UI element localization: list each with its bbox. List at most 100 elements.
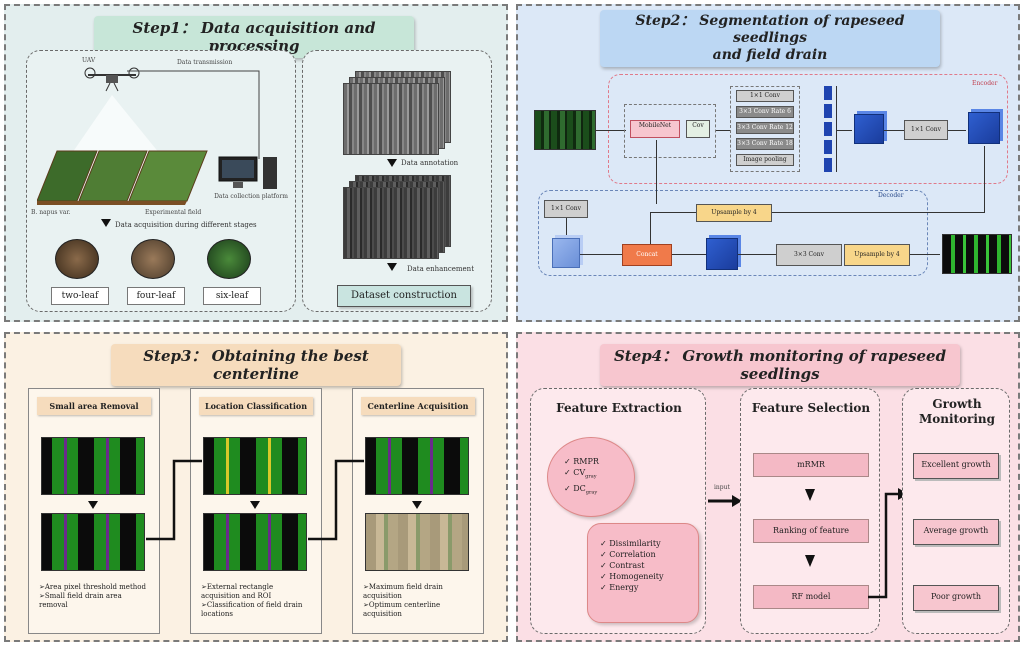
- bullet-item: Optimum centerline acquisition: [363, 601, 475, 619]
- location-classification-header: Location Classification: [199, 397, 313, 415]
- bullet-item: Classification of field drain locations: [201, 601, 313, 619]
- centerline-arrow: [412, 501, 422, 509]
- excellent-growth-box: Excellent growth: [913, 453, 999, 479]
- concat-output-block: [706, 238, 738, 270]
- encoder-line-1: [884, 130, 904, 131]
- texture-feature-item: Contrast: [600, 560, 663, 571]
- decoder-line-2: [672, 254, 706, 255]
- transmission-line: [127, 70, 260, 159]
- dataset-construction-box: Dataset construction: [337, 285, 471, 307]
- ranking-box: Ranking of feature: [753, 519, 869, 543]
- growth-monitoring-title: Growth Monitoring: [918, 397, 996, 426]
- ranking-arrow: [805, 555, 815, 567]
- upsample-2-box: Upsample by 4: [844, 244, 910, 266]
- acquisition-label: Data acquisition during different stages: [115, 221, 257, 229]
- conv3x3-box: 3×3 Conv: [776, 244, 842, 266]
- six-leaf-image: [207, 239, 251, 279]
- step1-panel: Step1： Data acquisition and processing U…: [4, 4, 508, 322]
- small-area-removal-bullets: Area pixel threshold method Small field …: [39, 583, 151, 610]
- index-feature-item: RMPR: [564, 456, 599, 467]
- post-removal-image: [41, 513, 145, 571]
- centerline-acquisition-column: Centerline Acquisition Maximum field dra…: [352, 388, 484, 634]
- four-leaf-image: [131, 239, 175, 279]
- encoder-region: [608, 74, 1008, 184]
- centerline-acquisition-header: Centerline Acquisition: [361, 397, 475, 415]
- classified-image: [203, 437, 307, 495]
- encoder-to-decoder-line: [984, 146, 985, 212]
- classification-arrow: [250, 501, 260, 509]
- bullet-item: External rectangle acquisition and ROI: [201, 583, 313, 601]
- backbone-conv-box: Cov: [686, 120, 710, 138]
- transmission-label: Data transmission: [177, 59, 233, 66]
- acquisition-arrow: [101, 219, 111, 227]
- growth-monitoring-panel: Growth Monitoring Excellent growth Avera…: [902, 388, 1010, 634]
- location-classification-column: Location Classification External rectang…: [190, 388, 322, 634]
- index-feature-list: RMPR CVgray DCgray: [564, 456, 599, 498]
- concat-box: Concat: [622, 244, 672, 266]
- aspp-merge-line: [836, 86, 837, 172]
- annotation-label: Data annotation: [401, 159, 459, 167]
- input-arrow: [708, 495, 742, 507]
- texture-feature-item: Energy: [600, 582, 663, 593]
- mrmr-arrow: [805, 489, 815, 501]
- location-classification-bullets: External rectangle acquisition and ROI C…: [201, 583, 313, 619]
- aspp-branch-2: 3×3 Conv Rate 6: [736, 106, 794, 118]
- decoder-out-line: [910, 254, 940, 255]
- enhancement-label: Data enhancement: [407, 265, 475, 273]
- computer-label: Data collection platform: [214, 193, 288, 200]
- bullet-item: Small field drain area removal: [39, 592, 151, 610]
- decoder-line-3: [738, 254, 776, 255]
- decoder-region: [538, 190, 928, 276]
- index-features-circle: RMPR CVgray DCgray: [547, 437, 635, 517]
- mobilenet-box: MobileNet: [630, 120, 680, 138]
- centerline-field-image: [365, 513, 469, 571]
- feature-selection-panel: Feature Selection mRMR Ranking of featur…: [740, 388, 880, 634]
- two-leaf-image: [55, 239, 99, 279]
- texture-feature-item: Correlation: [600, 549, 663, 560]
- low-level-feature-block: [552, 238, 580, 268]
- small-area-removal-column: Small area Removal Area pixel threshold …: [28, 388, 160, 634]
- encoder-conv1x1-box: 1×1 Conv: [904, 120, 948, 140]
- input-field-image: [534, 110, 596, 150]
- small-area-removal-header: Small area Removal: [37, 397, 151, 415]
- mrmr-box: mRMR: [753, 453, 869, 477]
- aspp-feature-1: [824, 86, 832, 100]
- bullet-item: Area pixel threshold method: [39, 583, 151, 592]
- step3-panel: Step3： Obtaining the best centerline Sma…: [4, 332, 508, 642]
- aspp-feature-2: [824, 104, 832, 118]
- annotated-stack-front: [343, 187, 439, 259]
- computer-icon: [218, 156, 277, 189]
- stage-four-leaf: four-leaf: [127, 287, 185, 305]
- step3-title: Step3： Obtaining the best centerline: [111, 344, 401, 386]
- stage-six-leaf: six-leaf: [203, 287, 261, 305]
- aspp-group: [730, 86, 800, 172]
- rf-model-box: RF model: [753, 585, 869, 609]
- bullet-item: Maximum field drain acquisition: [363, 583, 475, 601]
- upsample-1-box: Upsample by 4: [696, 204, 772, 222]
- aspp-branch-4: 3×3 Conv Rate 18: [736, 138, 794, 150]
- aspp-out-line: [836, 130, 852, 131]
- uav-icon: [84, 67, 140, 92]
- rapeseed-label: B. napus var.: [31, 209, 71, 216]
- experimental-field: [37, 150, 208, 205]
- step2-title: Step2： Segmentation of rapeseed seedling…: [600, 10, 940, 67]
- upsample-path-line: [650, 212, 985, 213]
- low-level-line: [656, 140, 657, 204]
- index-feature-item: CVgray: [564, 467, 599, 483]
- encoder-label: Encoder: [972, 80, 998, 87]
- stage-two-leaf: two-leaf: [51, 287, 109, 305]
- decoder-label: Decoder: [878, 192, 904, 199]
- enhancement-arrow: [387, 263, 397, 271]
- feature-extraction-panel: Feature Extraction RMPR CVgray DCgray Di…: [530, 388, 706, 634]
- aspp-branch-3: 3×3 Conv Rate 12: [736, 122, 794, 134]
- texture-feature-item: Homogeneity: [600, 571, 663, 582]
- average-growth-box: Average growth: [913, 519, 999, 545]
- decoder-conv1x1-box: 1×1 Conv: [544, 200, 588, 218]
- annotation-arrow: [387, 159, 397, 167]
- aspp-feature-3: [824, 122, 832, 136]
- texture-feature-list: Dissimilarity Correlation Contrast Homog…: [600, 538, 663, 593]
- feature-selection-title: Feature Selection: [751, 401, 871, 415]
- centerline-acquisition-bullets: Maximum field drain acquisition Optimum …: [363, 583, 475, 619]
- upsample-to-concat-line: [650, 212, 651, 244]
- max-drain-image: [365, 437, 469, 495]
